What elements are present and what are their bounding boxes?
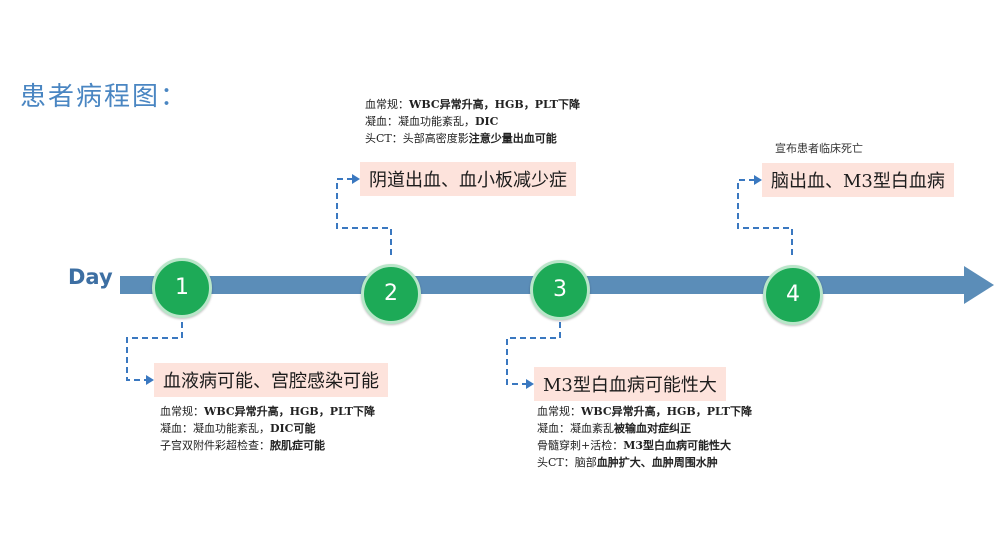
event-2-notes: 血常规：WBC异常升高，HGB，PLT下降 凝血：凝血功能紊乱，DIC 头CT：… (365, 96, 580, 147)
event-1-notes: 血常规：WBC异常升高，HGB，PLT下降 凝血：凝血功能紊乱，DIC可能 子宫… (160, 403, 375, 454)
day-node-2: 2 (361, 264, 421, 324)
arrowhead-day1 (146, 375, 154, 385)
note-line: 头CT：脑部血肿扩大、血肿周围水肿 (537, 456, 718, 469)
connector-day3 (506, 312, 561, 385)
page-title: 患者病程图： (20, 82, 189, 112)
day-axis-label: Day (68, 265, 113, 289)
arrowhead-day3 (526, 379, 534, 389)
event-3-box: M3型白血病可能性大 (534, 367, 726, 401)
note-line: 骨髓穿刺+活检：M3型白血病可能性大 (537, 439, 732, 452)
day-node-4: 4 (763, 265, 823, 325)
connector-day4 (737, 179, 793, 255)
note-line: 子宫双附件彩超检查：脓肌症可能 (160, 439, 325, 452)
note-line: 凝血：凝血功能紊乱，DIC (365, 115, 499, 128)
note-line: 血常规：WBC异常升高，HGB，PLT下降 (365, 98, 580, 111)
connector-day2 (336, 178, 392, 255)
event-2-box: 阴道出血、血小板减少症 (360, 162, 576, 196)
event-4-box: 脑出血、M3型白血病 (762, 163, 954, 197)
connector-day1 (126, 312, 183, 381)
day-node-1: 1 (152, 258, 212, 318)
event-1-box: 血液病可能、宫腔感染可能 (154, 363, 388, 397)
note-line: 血常规：WBC异常升高，HGB，PLT下降 (537, 405, 752, 418)
note-line: 血常规：WBC异常升高，HGB，PLT下降 (160, 405, 375, 418)
arrowhead-day2 (352, 174, 360, 184)
note-line: 凝血：凝血紊乱被输血对症纠正 (537, 422, 691, 435)
arrowhead-day4 (754, 175, 762, 185)
note-line: 凝血：凝血功能紊乱，DIC可能 (160, 422, 316, 435)
day-node-3: 3 (530, 260, 590, 320)
event-4-note: 宣布患者临床死亡 (775, 142, 863, 155)
timeline-arrowhead (964, 266, 994, 304)
note-line: 头CT：头部高密度影注意少量出血可能 (365, 132, 557, 145)
event-3-notes: 血常规：WBC异常升高，HGB，PLT下降 凝血：凝血紊乱被输血对症纠正 骨髓穿… (537, 403, 752, 471)
